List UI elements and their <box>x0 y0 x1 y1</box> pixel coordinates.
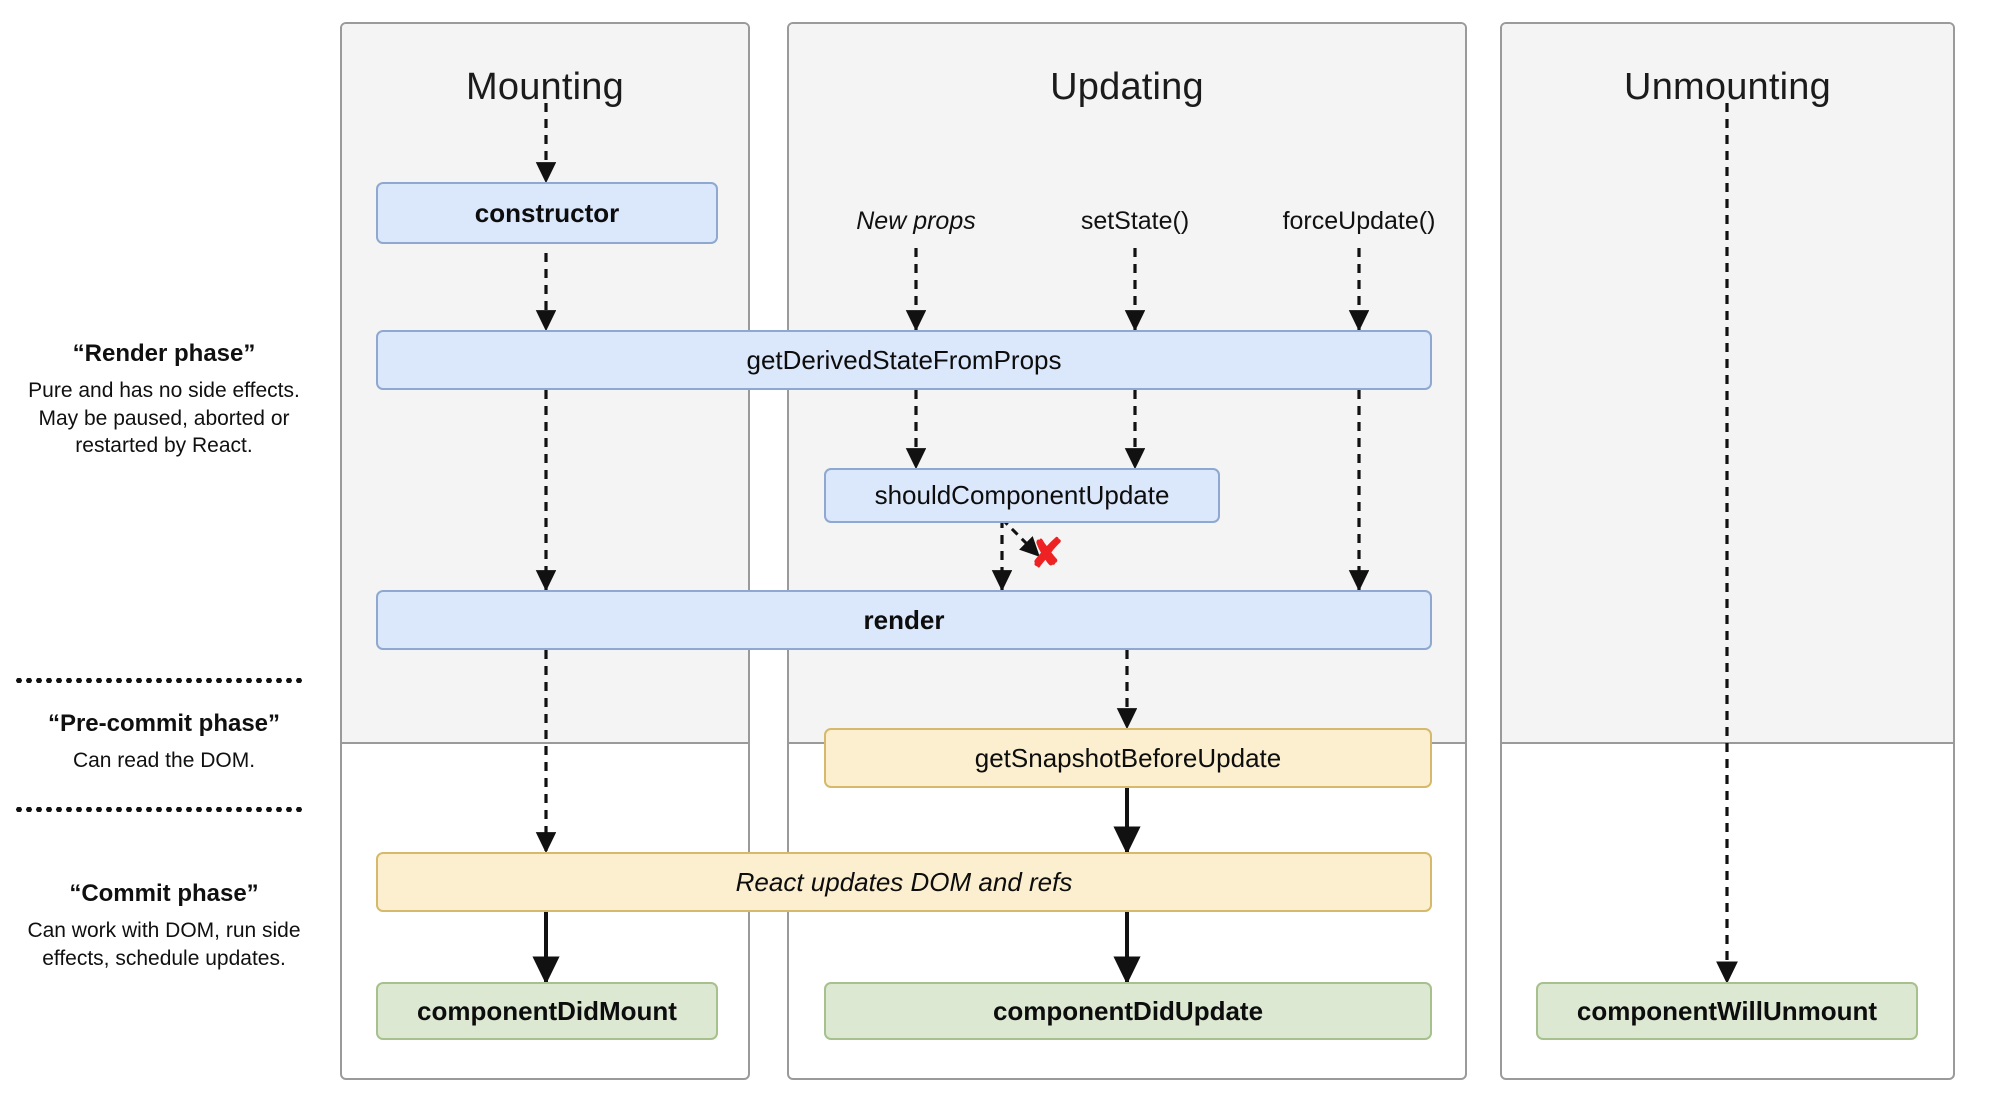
trigger-force-update: forceUpdate() <box>1282 207 1436 235</box>
node-should-component-update[interactable]: shouldComponentUpdate <box>824 468 1220 523</box>
node-component-did-update[interactable]: componentDidUpdate <box>824 982 1432 1040</box>
node-get-snapshot-before-update[interactable]: getSnapshotBeforeUpdate <box>824 728 1432 788</box>
legend-commit-phase-title: “Commit phase” <box>69 880 259 907</box>
dotted-divider-bottom <box>14 807 304 812</box>
column-title-unmounting: Unmounting <box>1624 66 1831 108</box>
node-get-derived-state-from-props[interactable]: getDerivedStateFromProps <box>376 330 1432 390</box>
legend-pre-commit-phase-body: Can read the DOM. <box>72 749 256 772</box>
node-render[interactable]: render <box>376 590 1432 650</box>
trigger-new-props: New props <box>856 207 976 235</box>
legend-render-phase: “Render phase” Pure and has no side effe… <box>14 340 314 460</box>
node-component-will-unmount[interactable]: componentWillUnmount <box>1536 982 1918 1040</box>
node-component-did-mount[interactable]: componentDidMount <box>376 982 718 1040</box>
dotted-divider-top <box>14 678 304 683</box>
legend-commit-phase: “Commit phase” Can work with DOM, run si… <box>14 880 314 972</box>
column-title-mounting: Mounting <box>466 66 624 108</box>
legend-pre-commit-phase: “Pre-commit phase” Can read the DOM. <box>14 710 314 775</box>
skip-render-x-icon: ✘ <box>1030 532 1064 576</box>
legend-commit-phase-body: Can work with DOM, run side effects, sch… <box>27 919 301 970</box>
legend-render-phase-body: Pure and has no side effects. May be pau… <box>28 379 300 458</box>
column-title-updating: Updating <box>1050 66 1204 108</box>
legend-pre-commit-phase-title: “Pre-commit phase” <box>47 710 281 737</box>
trigger-set-state: setState() <box>1080 207 1190 235</box>
legend-render-phase-title: “Render phase” <box>72 340 256 367</box>
node-react-updates-dom-and-refs[interactable]: React updates DOM and refs <box>376 852 1432 912</box>
node-constructor[interactable]: constructor <box>376 182 718 244</box>
